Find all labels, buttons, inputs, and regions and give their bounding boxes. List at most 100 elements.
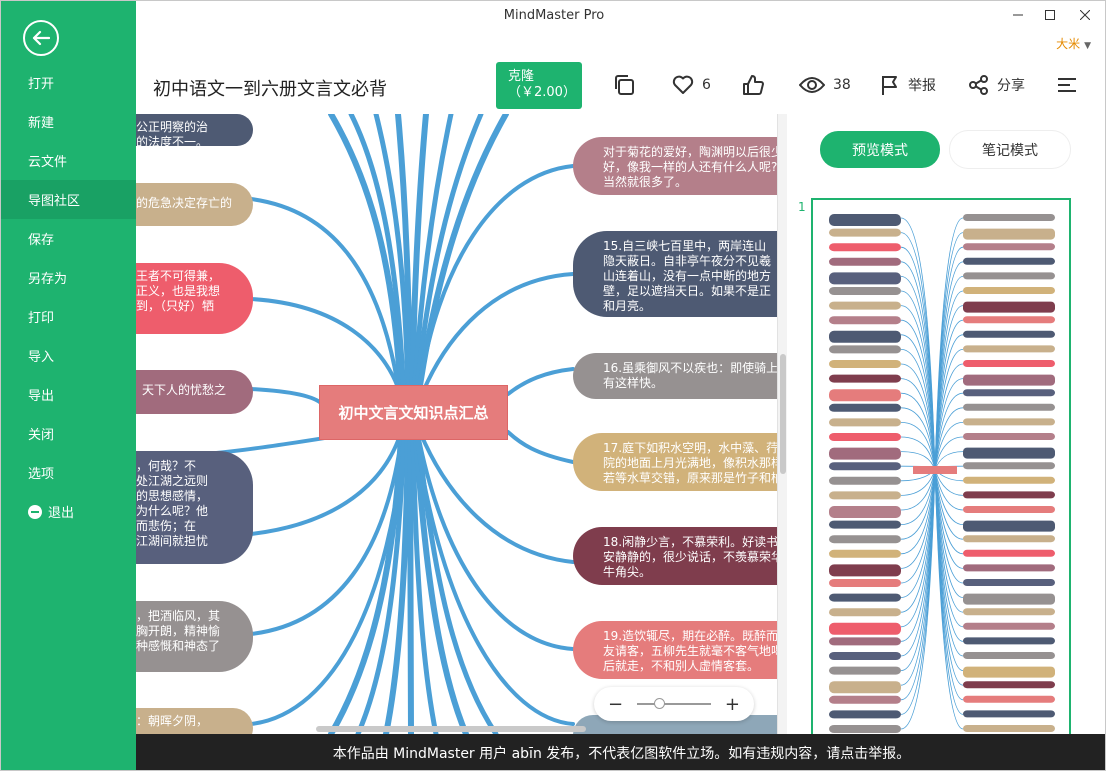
menu-item-exit[interactable]: 退出 bbox=[1, 492, 136, 531]
left-node-5[interactable]: ，何哉？不 处江湖之远则 的思想感情， 为什么呢？他 而悲伤；在 江湖间就担忧 bbox=[136, 451, 253, 564]
right-node-2[interactable]: 15.自三峡七百里中，两岸连山 隐天蔽日。自非亭午夜分不见羲 山连着山，没有一点… bbox=[573, 231, 786, 317]
thumbnail-node bbox=[829, 579, 901, 587]
thumbnail-node bbox=[963, 608, 1055, 616]
thumbnail-node bbox=[829, 301, 901, 310]
menu-item-close[interactable]: 关闭 bbox=[1, 414, 136, 453]
right-node-6[interactable]: 19.造饮辄尽，期在必醉。既醉而 友请客，五柳先生就毫不客气地喝 后就走，不和别… bbox=[573, 621, 786, 679]
right-node-1[interactable]: 对于菊花的爱好，陶渊明以后很少 好，像我一样的人还有什么人呢? 当然就很多了。 bbox=[573, 137, 786, 195]
thumbnail-node bbox=[829, 243, 901, 252]
thumbnail-node bbox=[829, 681, 901, 694]
thumbnail-node bbox=[963, 666, 1055, 678]
more-menu-button[interactable] bbox=[1057, 72, 1077, 98]
notes-mode-tab[interactable]: 笔记模式 bbox=[950, 131, 1070, 168]
menu-icon bbox=[1058, 78, 1076, 92]
copy-button[interactable] bbox=[613, 72, 635, 98]
thumbnail-node bbox=[963, 316, 1055, 324]
thumbnail-node bbox=[829, 257, 901, 266]
thumbnail-node bbox=[963, 579, 1055, 586]
menu-item-print[interactable]: 打印 bbox=[1, 297, 136, 336]
thumbnail-node bbox=[963, 710, 1055, 718]
scrollbar-thumb[interactable] bbox=[780, 354, 786, 474]
like-button[interactable]: 6 bbox=[672, 72, 711, 98]
menu-item-import[interactable]: 导入 bbox=[1, 336, 136, 375]
menu-item-label: 打印 bbox=[28, 311, 55, 326]
menu-item-community[interactable]: 导图社区 bbox=[1, 180, 136, 219]
thumbs-up-button[interactable] bbox=[742, 72, 764, 98]
user-account-menu[interactable]: 大米▼ bbox=[1056, 35, 1091, 52]
zoom-slider-knob[interactable] bbox=[654, 698, 665, 709]
mindmap-canvas[interactable]: 公正明察的治 的法度不一。 的危急决定存亡的 王者不可得兼， 正义，也是我想 到… bbox=[136, 114, 786, 734]
zoom-slider[interactable] bbox=[637, 698, 711, 709]
menu-item-options[interactable]: 选项 bbox=[1, 453, 136, 492]
menu-item-label: 导入 bbox=[28, 350, 55, 365]
left-node-1[interactable]: 公正明察的治 的法度不一。 bbox=[136, 114, 253, 146]
title-bar: MindMaster Pro bbox=[1, 1, 1105, 31]
menu-item-save-as[interactable]: 另存为 bbox=[1, 258, 136, 297]
thumbnail-node bbox=[829, 637, 901, 646]
thumbnail-node bbox=[963, 389, 1055, 397]
zoom-in-button[interactable]: + bbox=[724, 693, 740, 715]
zoom-control: − + bbox=[594, 687, 754, 721]
menu-item-cloud-files[interactable]: 云文件 bbox=[1, 141, 136, 180]
node-text: 的危急决定存亡的 bbox=[136, 196, 233, 210]
menu-item-export[interactable]: 导出 bbox=[1, 375, 136, 414]
thumbnail-node bbox=[829, 272, 901, 285]
node-text: 王者不可得兼， 正义，也是我想 到，（只好）牺 bbox=[136, 269, 221, 313]
minimize-button[interactable] bbox=[1001, 3, 1035, 27]
center-node[interactable]: 初中文言文知识点汇总 bbox=[319, 385, 508, 440]
right-node-4[interactable]: 17.庭下如积水空明，水中藻、荇 院的地面上月光满地，像积水那样 若等水草交错，… bbox=[573, 433, 786, 491]
node-text: ，把酒临风，其 胸开朗，精神愉 种感慨和神态了 bbox=[136, 609, 221, 653]
thumbnail-node bbox=[963, 301, 1055, 313]
thumbnail-node bbox=[829, 316, 901, 325]
thumbnail-node bbox=[829, 345, 901, 354]
left-node-2[interactable]: 的危急决定存亡的 bbox=[136, 183, 253, 226]
report-button[interactable]: 举报 bbox=[880, 72, 936, 98]
menu-item-label: 另存为 bbox=[28, 272, 68, 287]
menu-item-label: 选项 bbox=[28, 467, 55, 482]
maximize-button[interactable] bbox=[1033, 3, 1067, 27]
thumbnail-node bbox=[829, 462, 901, 471]
right-node-5[interactable]: 18.闲静少言，不慕荣利。好读书 安静静的，很少说话，不羡慕荣华 牛角尖。 bbox=[573, 527, 786, 585]
thumbnail-node bbox=[829, 403, 901, 412]
thumbnail-node bbox=[829, 433, 901, 441]
canvas-horizontal-scrollbar[interactable] bbox=[316, 726, 586, 732]
exit-icon bbox=[28, 504, 42, 519]
thumbnail-node bbox=[963, 564, 1055, 572]
back-button[interactable] bbox=[23, 20, 59, 56]
preview-mode-tab[interactable]: 预览模式 bbox=[820, 131, 940, 168]
menu-item-label: 新建 bbox=[28, 116, 55, 131]
left-node-3[interactable]: 王者不可得兼， 正义，也是我想 到，（只好）牺 bbox=[136, 263, 253, 334]
zoom-out-button[interactable]: − bbox=[608, 693, 624, 715]
footer-notice[interactable]: 本作品由 MindMaster 用户 abīn 发布，不代表亿图软件立场。如有违… bbox=[136, 734, 1105, 770]
thumbnail-node bbox=[829, 608, 901, 617]
arrow-left-icon bbox=[32, 30, 50, 46]
node-text: 15.自三峡七百里中，两岸连山 隐天蔽日。自非亭午夜分不见羲 山连着山，没有一点… bbox=[603, 239, 772, 313]
flag-icon bbox=[882, 76, 897, 95]
thumbnail-node bbox=[963, 214, 1055, 221]
page-thumbnail[interactable] bbox=[811, 198, 1071, 734]
share-button[interactable]: 分享 bbox=[969, 72, 1025, 98]
close-window-button[interactable] bbox=[1068, 3, 1102, 27]
copy-icon bbox=[615, 75, 634, 95]
left-node-4[interactable]: 天下人的忧愁之 bbox=[136, 370, 253, 414]
menu-item-save[interactable]: 保存 bbox=[1, 219, 136, 258]
menu-item-new[interactable]: 新建 bbox=[1, 102, 136, 141]
right-node-3[interactable]: 16.虽乘御风不以疾也：即使骑上快 有这样快。 bbox=[573, 353, 786, 399]
thumbnail-node bbox=[829, 695, 901, 704]
thumbnail-node bbox=[963, 243, 1055, 251]
menu-item-open[interactable]: 打开 bbox=[1, 63, 136, 102]
file-menu-sidebar: 打开 新建 云文件 导图社区 保存 另存为 打印 导入 导出 关闭 选项 退出 bbox=[1, 1, 136, 770]
thumbnail-node bbox=[829, 593, 901, 602]
left-node-6[interactable]: ，把酒临风，其 胸开朗，精神愉 种感慨和神态了 bbox=[136, 601, 253, 672]
canvas-vertical-scrollbar[interactable] bbox=[777, 114, 787, 734]
mindmap-branches bbox=[136, 114, 575, 734]
thumbnail-node bbox=[829, 228, 901, 237]
eye-icon bbox=[799, 77, 825, 93]
thumbnail-node bbox=[963, 637, 1055, 645]
thumbnail-node bbox=[829, 360, 901, 368]
thumbnail-node bbox=[829, 389, 901, 402]
clone-button[interactable]: 克隆 （￥2.00） bbox=[496, 62, 582, 109]
left-node-7[interactable]: ：朝晖夕阴， bbox=[136, 708, 253, 734]
thumbnail-node bbox=[829, 476, 901, 485]
thumbnail-branch bbox=[900, 469, 936, 525]
